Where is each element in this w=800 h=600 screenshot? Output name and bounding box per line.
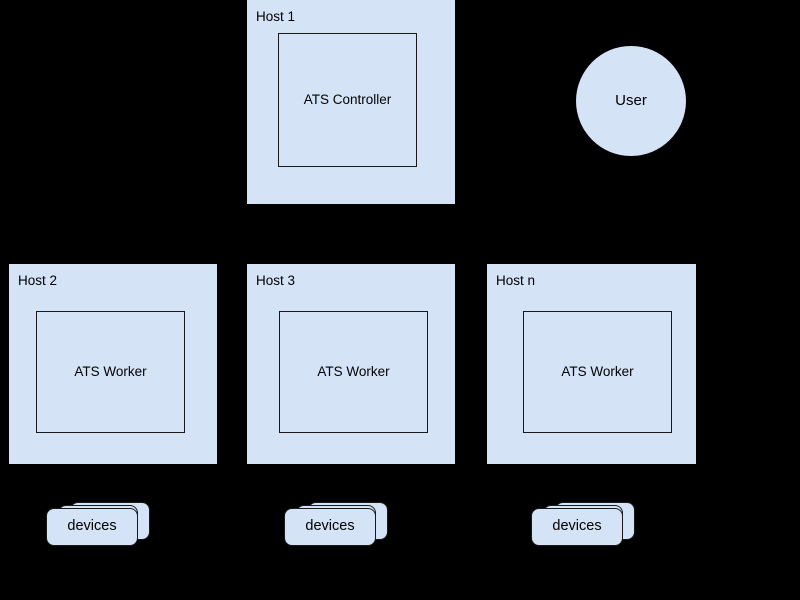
host-label-host-3: Host 3 xyxy=(256,273,296,288)
component-box-ats-worker-host-2[interactable]: ATS Worker xyxy=(36,311,185,433)
component-label-ats-worker-host-n: ATS Worker xyxy=(561,363,634,379)
devices-label-host-3: devices xyxy=(305,518,355,535)
host-box-host-2[interactable]: Host 2 ATS Worker xyxy=(9,264,217,464)
host-box-host-n[interactable]: Host n ATS Worker xyxy=(487,264,696,464)
component-label-ats-worker-host-3: ATS Worker xyxy=(317,363,390,379)
devices-stack-host-n[interactable]: devices xyxy=(531,502,659,546)
user-actor-label: User xyxy=(615,92,647,109)
host-box-host-1[interactable]: Host 1 ATS Controller xyxy=(247,0,455,204)
devices-stack-host-3[interactable]: devices xyxy=(284,502,412,546)
host-label-host-1: Host 1 xyxy=(256,9,296,24)
devices-stack-host-2[interactable]: devices xyxy=(46,502,174,546)
component-box-ats-worker-host-3[interactable]: ATS Worker xyxy=(279,311,428,433)
devices-label-host-2: devices xyxy=(67,518,117,535)
devices-sheet-front[interactable]: devices xyxy=(284,508,376,546)
devices-sheet-front[interactable]: devices xyxy=(531,508,623,546)
host-label-host-2: Host 2 xyxy=(18,273,58,288)
component-box-ats-worker-host-n[interactable]: ATS Worker xyxy=(523,311,672,433)
host-label-host-n: Host n xyxy=(496,273,536,288)
component-label-ats-controller: ATS Controller xyxy=(303,91,392,107)
devices-label-host-n: devices xyxy=(552,518,602,535)
host-box-host-3[interactable]: Host 3 ATS Worker xyxy=(247,264,455,464)
devices-sheet-front[interactable]: devices xyxy=(46,508,138,546)
component-label-ats-worker-host-2: ATS Worker xyxy=(74,363,147,379)
component-box-ats-controller[interactable]: ATS Controller xyxy=(278,33,417,167)
user-actor-circle[interactable]: User xyxy=(576,46,686,156)
